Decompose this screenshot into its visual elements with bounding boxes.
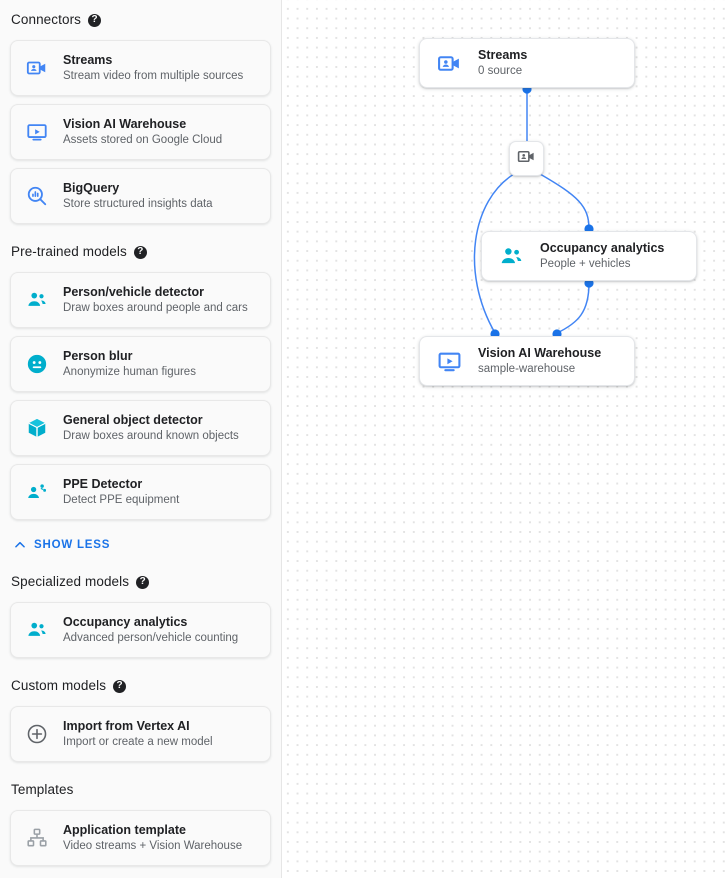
section-title: Connectors <box>11 12 82 28</box>
section-header-custom-models: Custom models ? <box>10 666 271 706</box>
show-less-label: SHOW LESS <box>34 539 111 551</box>
card-title: Person blur <box>63 349 133 364</box>
card-title: Vision AI Warehouse <box>63 117 187 132</box>
cube-icon <box>25 416 49 440</box>
help-icon[interactable]: ? <box>133 245 147 259</box>
graph-node-occupancy-analytics[interactable]: Occupancy analytics People + vehicles <box>481 231 697 281</box>
pipeline-graph-canvas[interactable]: Streams 0 source <box>282 0 725 878</box>
model-card-person-blur[interactable]: Person blur Anonymize human figures <box>10 336 271 392</box>
chevron-up-icon <box>13 538 27 552</box>
section-header-pre-trained-models: Pre-trained models ? <box>10 232 271 272</box>
people-icon <box>25 288 49 312</box>
model-card-general-object-detector[interactable]: General object detector Draw boxes aroun… <box>10 400 271 456</box>
ppe-person-icon <box>25 480 49 504</box>
card-subtitle: Assets stored on Google Cloud <box>63 133 223 146</box>
node-subtitle: 0 source <box>478 65 523 78</box>
video-camera-icon <box>517 147 536 171</box>
model-card-ppe-detector[interactable]: PPE Detector Detect PPE equipment <box>10 464 271 520</box>
card-title: Import from Vertex AI <box>63 719 190 734</box>
card-subtitle: Detect PPE equipment <box>63 493 180 506</box>
graph-edges <box>473 84 594 339</box>
card-title: BigQuery <box>63 181 120 196</box>
section-header-connectors: Connectors ? <box>10 0 271 40</box>
face-blur-icon <box>25 352 49 376</box>
card-subtitle: Stream video from multiple sources <box>63 69 244 82</box>
connector-card-vision-ai-warehouse[interactable]: Vision AI Warehouse Assets stored on Goo… <box>10 104 271 160</box>
component-sidebar: Connectors ? Streams Stream video from m… <box>0 0 282 878</box>
section-title: Pre-trained models <box>11 244 127 260</box>
custom-model-card-import-vertex-ai[interactable]: Import from Vertex AI Import or create a… <box>10 706 271 762</box>
section-title: Specialized models <box>11 574 130 590</box>
graph-node-vision-ai-warehouse[interactable]: Vision AI Warehouse sample-warehouse <box>419 336 635 386</box>
monitor-play-icon <box>436 348 462 374</box>
plus-circle-icon <box>25 722 49 746</box>
help-icon[interactable]: ? <box>88 13 102 27</box>
card-title: Person/vehicle detector <box>63 285 205 300</box>
card-title: Application template <box>63 823 186 838</box>
graph-node-streams[interactable]: Streams 0 source <box>419 38 635 88</box>
model-card-occupancy-analytics[interactable]: Occupancy analytics Advanced person/vehi… <box>10 602 271 658</box>
people-icon <box>25 618 49 642</box>
template-card-application-template[interactable]: Application template Video streams + Vis… <box>10 810 271 866</box>
help-icon[interactable]: ? <box>113 679 127 693</box>
bigquery-search-icon <box>25 184 49 208</box>
card-subtitle: Draw boxes around known objects <box>63 429 239 442</box>
edge-splitter-to-warehouse <box>473 173 515 334</box>
connector-card-streams[interactable]: Streams Stream video from multiple sourc… <box>10 40 271 96</box>
card-title: General object detector <box>63 413 203 428</box>
node-subtitle: People + vehicles <box>540 258 631 271</box>
video-camera-icon <box>25 56 49 80</box>
section-title: Templates <box>11 782 74 798</box>
node-title: Streams <box>478 47 528 62</box>
card-subtitle: Advanced person/vehicle counting <box>63 631 239 644</box>
card-title: Streams <box>63 53 113 68</box>
card-subtitle: Draw boxes around people and cars <box>63 301 248 314</box>
show-less-button[interactable]: SHOW LESS <box>10 528 271 562</box>
edge-occupancy-to-warehouse <box>556 282 590 334</box>
card-subtitle: Import or create a new model <box>63 735 213 748</box>
node-title: Occupancy analytics <box>540 240 665 255</box>
card-title: Occupancy analytics <box>63 615 188 630</box>
people-icon <box>498 243 524 269</box>
help-icon[interactable]: ? <box>136 575 150 589</box>
section-header-templates: Templates <box>10 770 271 810</box>
node-subtitle: sample-warehouse <box>478 363 576 376</box>
model-card-person-vehicle-detector[interactable]: Person/vehicle detector Draw boxes aroun… <box>10 272 271 328</box>
card-subtitle: Store structured insights data <box>63 197 213 210</box>
monitor-play-icon <box>25 120 49 144</box>
video-camera-icon <box>436 50 462 76</box>
section-header-specialized-models: Specialized models ? <box>10 562 271 602</box>
connector-card-bigquery[interactable]: BigQuery Store structured insights data <box>10 168 271 224</box>
graph-node-stream-splitter[interactable] <box>509 141 544 176</box>
edge-splitter-to-occupancy <box>539 173 590 230</box>
section-title: Custom models <box>11 678 107 694</box>
hierarchy-icon <box>25 826 49 850</box>
card-title: PPE Detector <box>63 477 143 492</box>
card-subtitle: Anonymize human figures <box>63 365 196 378</box>
node-title: Vision AI Warehouse <box>478 345 602 360</box>
card-subtitle: Video streams + Vision Warehouse <box>63 839 243 852</box>
